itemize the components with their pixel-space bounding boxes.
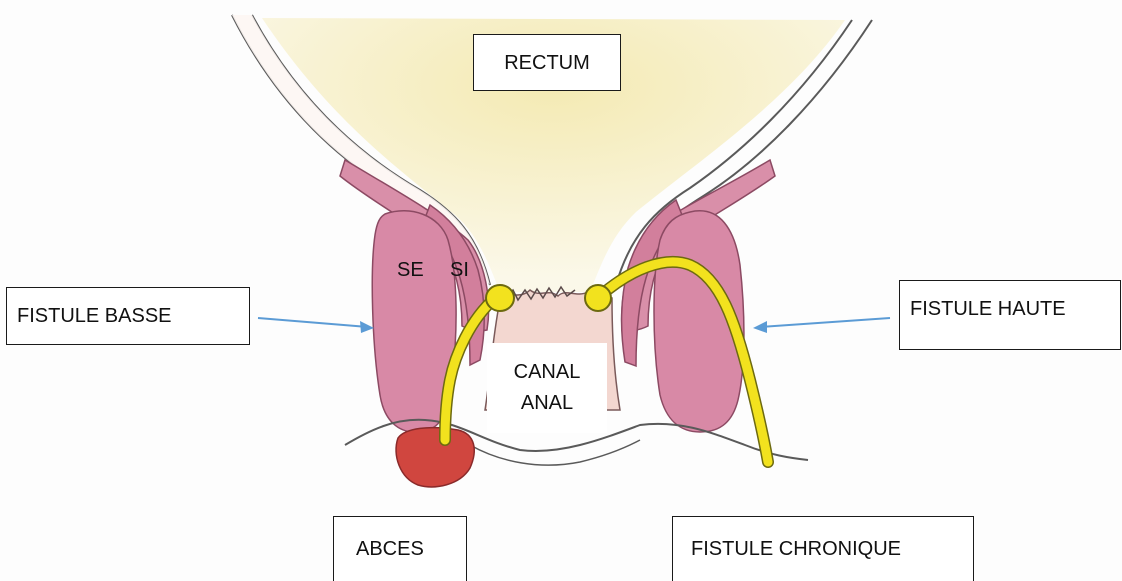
label-canal-line2: ANAL	[521, 388, 573, 419]
abscess-cavity	[396, 428, 474, 487]
label-se: SE	[397, 258, 424, 282]
label-abces-text: ABCES	[356, 537, 424, 561]
label-fistule-haute: FISTULE HAUTE	[899, 280, 1121, 350]
arrow-fistule-basse	[258, 318, 368, 327]
internal-opening-right	[585, 285, 611, 311]
arrow-fistule-haute	[760, 318, 890, 327]
label-fistule-chronique: FISTULE CHRONIQUE	[672, 516, 974, 581]
label-rectum-text: RECTUM	[504, 51, 590, 75]
label-rectum: RECTUM	[473, 34, 621, 91]
label-canal-line1: CANAL	[514, 357, 581, 388]
label-fistule-basse-text: FISTULE BASSE	[17, 304, 172, 328]
label-abces: ABCES	[333, 516, 467, 581]
label-fistule-basse: FISTULE BASSE	[6, 287, 250, 345]
perianal-skin-lower	[470, 440, 640, 465]
label-fistule-haute-text: FISTULE HAUTE	[910, 297, 1066, 321]
label-si: SI	[450, 258, 469, 282]
arrow-fistule-haute-head	[753, 321, 767, 333]
label-canal-anal: CANAL ANAL	[487, 343, 607, 433]
arrow-fistule-basse-head	[360, 321, 374, 333]
internal-opening-left	[486, 285, 514, 311]
label-fistule-chronique-text: FISTULE CHRONIQUE	[691, 537, 901, 561]
